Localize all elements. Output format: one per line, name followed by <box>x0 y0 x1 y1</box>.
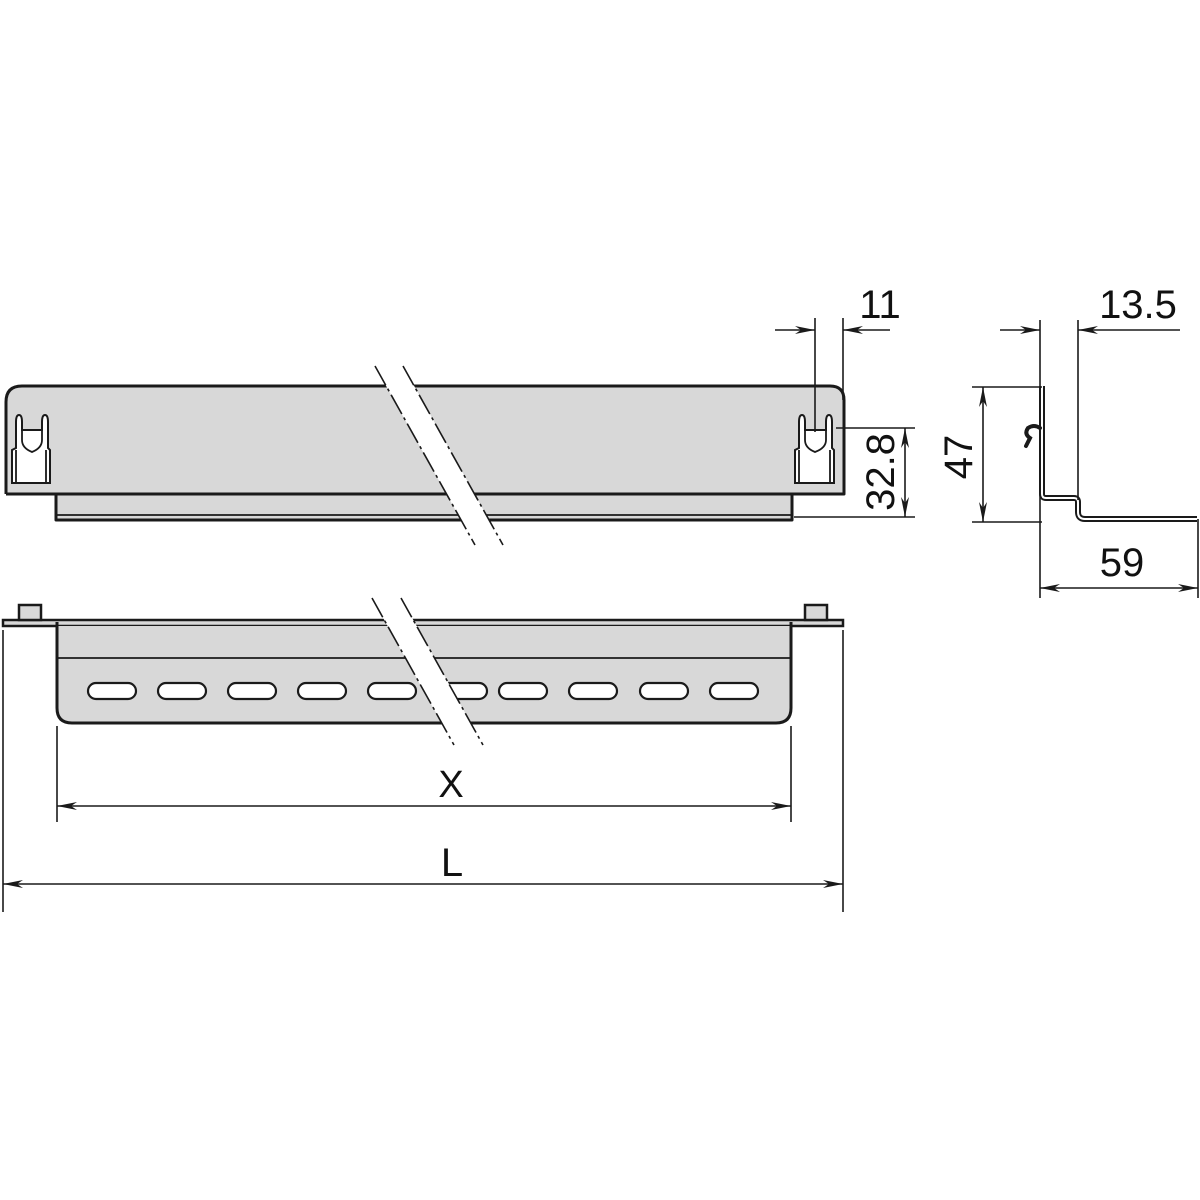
dim-label-32-8: 32.8 <box>859 433 903 511</box>
dimension-32-8: 32.8 <box>794 427 915 518</box>
slot <box>156 681 208 701</box>
dimension-13-5: 13.5 <box>1000 283 1180 525</box>
dimension-x: X <box>56 726 792 822</box>
profile-section <box>1039 386 1197 522</box>
tab-right <box>803 603 829 622</box>
front-view: 11 32.8 <box>4 283 915 546</box>
clip-left <box>11 413 51 484</box>
slot <box>708 681 760 701</box>
dimension-l: L <box>2 630 844 912</box>
break-mark-front <box>374 365 504 546</box>
slot <box>567 681 619 701</box>
top-view-flange-edge <box>1 618 845 628</box>
slot <box>86 681 138 701</box>
slot <box>226 681 278 701</box>
slot <box>296 681 348 701</box>
front-view-lower-lip <box>56 494 792 520</box>
dim-label-11: 11 <box>859 283 901 327</box>
top-view: X L <box>1 597 845 912</box>
dim-label-59: 59 <box>1100 541 1145 585</box>
dim-label-47: 47 <box>937 435 981 480</box>
tab-left <box>17 603 43 622</box>
slot <box>497 681 549 701</box>
dim-label-x: X <box>438 764 463 806</box>
profile-view: 13.5 47 59 <box>937 283 1199 598</box>
dimension-47: 47 <box>937 386 1042 523</box>
slot <box>366 681 418 701</box>
dimension-11: 11 <box>775 283 901 432</box>
dimension-59: 59 <box>1039 519 1199 598</box>
clip-right <box>794 413 835 484</box>
slot <box>638 681 690 701</box>
dim-label-l: L <box>441 841 463 885</box>
break-mark-top <box>371 597 484 746</box>
dim-label-13-5: 13.5 <box>1099 283 1177 327</box>
